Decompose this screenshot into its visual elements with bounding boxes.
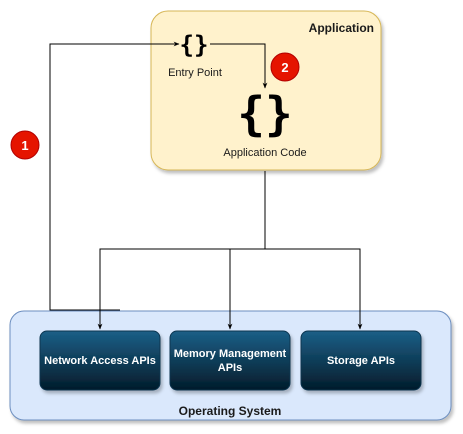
memory-management-apis-label: Memory Management APIs: [173, 347, 287, 374]
entry-point-label: Entry Point: [168, 67, 222, 79]
step-badge-2-number: 2: [281, 59, 289, 75]
svg-text:{}: {}: [180, 31, 209, 59]
network-access-apis-box[interactable]: [39, 330, 161, 391]
storage-apis-label: Storage APIs: [326, 354, 396, 367]
storage-apis-box[interactable]: [300, 330, 422, 391]
step-badge-2: [270, 52, 300, 82]
edge-code-to-network-api[interactable]: [97, 171, 266, 330]
memory-management-apis-box[interactable]: [169, 330, 291, 391]
application-container[interactable]: [150, 10, 382, 171]
application-code-label: Application Code: [223, 147, 307, 159]
entry-point-curly-braces-icon[interactable]: {}: [180, 31, 209, 59]
step-badge-1-number: 1: [21, 137, 29, 153]
step-badge-1: [10, 130, 40, 160]
operating-system-title: Operating System: [178, 404, 282, 418]
application-title: Application: [308, 21, 374, 35]
edge-os-to-entry-point[interactable]: [49, 41, 180, 311]
edge-code-to-storage-api[interactable]: [265, 248, 363, 330]
edge-entry-point-to-code[interactable]: [210, 43, 268, 89]
svg-text:{}: {}: [237, 87, 292, 141]
network-access-apis-label: Network Access APIs: [44, 354, 156, 367]
application-code-curly-braces-icon[interactable]: {}: [237, 87, 292, 141]
